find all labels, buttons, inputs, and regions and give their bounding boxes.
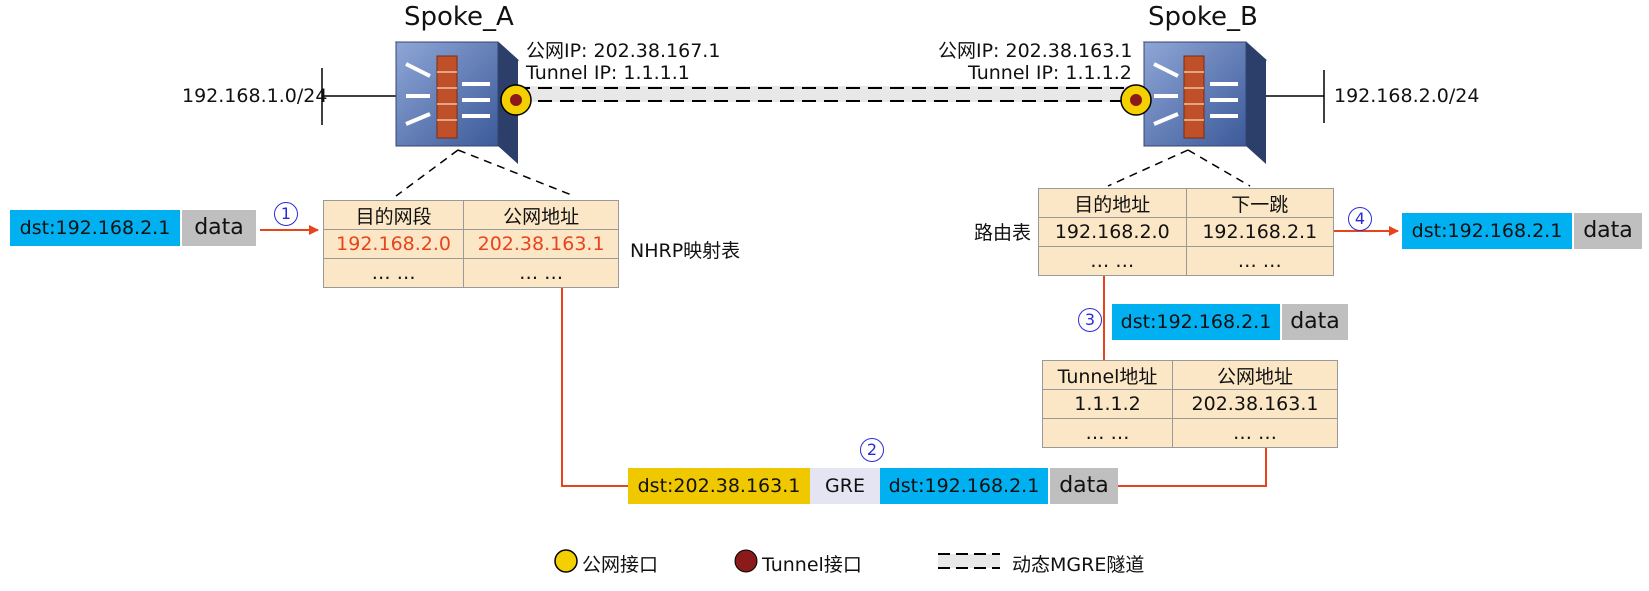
- spoke-a-public-ip: 公网IP: 202.38.167.1: [526, 40, 721, 62]
- legend-tunnel-if-label: Tunnel接口: [762, 554, 862, 576]
- legend-tunnel-if-icon: [734, 549, 758, 573]
- tunnel-table: Tunnel地址 公网地址 1.1.1.2 202.38.163.1 … … ……: [1041, 360, 1338, 448]
- spoke-b-interface-icon: [1120, 84, 1152, 116]
- spoke-b-firewall-icon: [1142, 41, 1268, 164]
- step-4-badge: 4: [1348, 207, 1372, 231]
- spoke-a-firewall-icon: [394, 41, 520, 164]
- callout-a-right: [457, 149, 575, 197]
- packet3-dst: dst:192.168.2.1: [1112, 304, 1280, 340]
- gre-header: GRE: [810, 468, 880, 504]
- tunnel-cell-public: 202.38.163.1: [1172, 389, 1338, 419]
- spoke-a-title: Spoke_A: [404, 2, 514, 32]
- legend-mgre-label: 动态MGRE隧道: [1012, 554, 1145, 576]
- packet1-dst: dst:192.168.2.1: [10, 210, 180, 246]
- packet3-data: data: [1282, 304, 1348, 340]
- spoke-a-interface-icon: [500, 84, 532, 116]
- tunnel-cell-more-1: … …: [1041, 418, 1174, 448]
- legend-mgre-icon: [938, 553, 1000, 569]
- nhrp-header-dest: 目的网段: [322, 200, 465, 230]
- route-cell-dest: 192.168.2.0: [1038, 217, 1187, 247]
- legend-public-if-label: 公网接口: [582, 554, 659, 576]
- route-header-dest: 目的地址: [1038, 188, 1187, 218]
- nhrp-cell-dest: 192.168.2.0: [322, 229, 465, 259]
- arrow-step2-down: [561, 262, 628, 487]
- nhrp-header-public: 公网地址: [463, 200, 619, 230]
- mgre-tunnel: [516, 86, 1134, 102]
- gre-outer-dst: dst:202.38.163.1: [628, 468, 810, 504]
- nhrp-cell-more-2: … …: [463, 258, 619, 288]
- gre-inner-dst: dst:192.168.2.1: [880, 468, 1048, 504]
- nhrp-cell-more-1: … …: [322, 258, 465, 288]
- callout-b-right: [1187, 149, 1251, 187]
- route-table-caption: 路由表: [974, 222, 1032, 244]
- callout-a-left: [395, 149, 459, 197]
- callout-b-left: [1107, 149, 1189, 187]
- spoke-b-lan: 192.168.2.0/24: [1334, 85, 1480, 107]
- step-3-badge: 3: [1078, 308, 1102, 332]
- route-cell-nexthop: 192.168.2.1: [1185, 217, 1334, 247]
- legend-public-if-icon: [554, 549, 578, 573]
- packet4-data: data: [1574, 213, 1642, 249]
- spoke-b-public-ip: 公网IP: 202.38.163.1: [938, 40, 1133, 62]
- packet4-dst: dst:192.168.2.1: [1402, 213, 1572, 249]
- spoke-b-tunnel-ip: Tunnel IP: 1.1.1.2: [968, 62, 1132, 84]
- route-cell-more-1: … …: [1038, 246, 1187, 276]
- nhrp-table: 目的网段 公网地址 192.168.2.0 202.38.163.1 … … ……: [322, 200, 619, 288]
- route-header-nexthop: 下一跳: [1185, 188, 1334, 218]
- tunnel-cell-tunnel: 1.1.1.2: [1041, 389, 1174, 419]
- step-1-badge: 1: [274, 202, 298, 226]
- gre-data: data: [1050, 468, 1118, 504]
- nhrp-caption: NHRP映射表: [630, 240, 741, 262]
- route-table: 目的地址 下一跳 192.168.2.0 192.168.2.1 … … … …: [1038, 188, 1334, 276]
- tunnel-cell-more-2: … …: [1172, 418, 1338, 448]
- tunnel-header-public: 公网地址: [1172, 360, 1338, 390]
- spoke-a-tunnel-ip: Tunnel IP: 1.1.1.1: [526, 62, 690, 84]
- route-cell-more-2: … …: [1185, 246, 1334, 276]
- tunnel-header-tunnel: Tunnel地址: [1041, 360, 1174, 390]
- nhrp-cell-public: 202.38.163.1: [463, 229, 619, 259]
- spoke-b-title: Spoke_B: [1148, 2, 1258, 32]
- spoke-a-lan: 192.168.1.0/24: [182, 85, 328, 107]
- step-2-badge: 2: [860, 438, 884, 462]
- packet1-data: data: [182, 210, 256, 246]
